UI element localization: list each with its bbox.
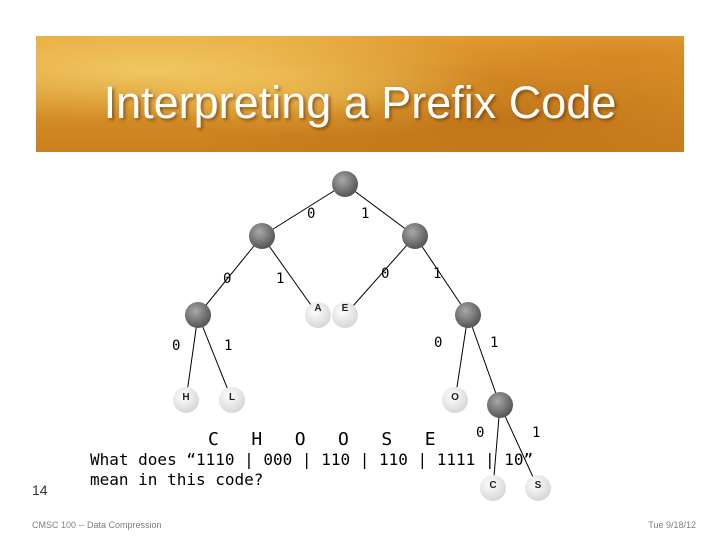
slide-number: 14 [32, 482, 48, 498]
leaf-label-e: E [342, 303, 349, 314]
leaf-label-a: A [314, 303, 321, 314]
leaf-a: A [305, 302, 331, 328]
tree-node [487, 392, 513, 418]
edge-n1-left [197, 235, 263, 316]
slide-title: Interpreting a Prefix Code [103, 77, 617, 128]
edge-n3-left [185, 314, 199, 401]
tree-edges [185, 183, 539, 489]
edge-label-one: 1 [490, 335, 498, 351]
edge-labels: 0 1 0 1 0 1 0 1 0 1 0 1 [172, 206, 540, 441]
edge-label-zero: 0 [172, 338, 180, 354]
edge-n4-left [454, 314, 469, 401]
edge-n5-right [499, 404, 539, 489]
footer-date: Tue 9/18/12 [648, 520, 696, 530]
leaf-label-h: H [182, 392, 189, 403]
edge-label-zero: 0 [476, 425, 484, 441]
tree-node-root [332, 171, 358, 197]
edge-label-zero: 0 [223, 271, 231, 287]
tree-node [185, 302, 211, 328]
leaf-h: H [173, 387, 199, 413]
edge-n2-left [344, 235, 416, 316]
leaf-l: L [219, 387, 245, 413]
edge-root-right [344, 183, 416, 237]
edge-label-one: 1 [276, 271, 284, 287]
edge-n3-right [197, 314, 233, 401]
leaf-nodes: A E H L O C S [173, 302, 551, 501]
decoded-word: C H O O S E [208, 429, 436, 450]
edge-label-one: 1 [361, 206, 369, 222]
edge-n4-right [467, 314, 501, 406]
footer-course: CMSC 100 -- Data Compression [32, 520, 162, 530]
tree-node [249, 223, 275, 249]
question-line-1: What does “1110 | 000 | 110 | 110 | 1111… [90, 450, 534, 469]
leaf-e: E [332, 302, 358, 328]
question-text: C H O O S E What does “1110 | 000 | 110 … [90, 429, 534, 490]
leaf-label-l: L [229, 392, 235, 403]
tree-node [455, 302, 481, 328]
question-line-2: mean in this code? [90, 470, 264, 489]
edge-label-one: 1 [224, 338, 232, 354]
leaf-o: O [442, 387, 468, 413]
edge-n5-left [492, 404, 501, 489]
edge-label-zero: 0 [434, 335, 442, 351]
leaf-c: C [480, 475, 506, 501]
edge-root-left [261, 183, 346, 237]
title-banner [36, 36, 684, 152]
edge-n2-right [414, 235, 469, 316]
edge-label-zero: 0 [381, 266, 389, 282]
leaf-label-s: S [535, 480, 542, 491]
edge-label-one: 1 [532, 425, 540, 441]
leaf-s: S [525, 475, 551, 501]
edge-n1-right [261, 235, 319, 316]
internal-nodes [185, 171, 513, 418]
leaf-label-c: C [489, 480, 496, 491]
edge-label-zero: 0 [307, 206, 315, 222]
leaf-label-o: O [451, 392, 459, 403]
edge-label-one: 1 [433, 266, 441, 282]
tree-node [402, 223, 428, 249]
